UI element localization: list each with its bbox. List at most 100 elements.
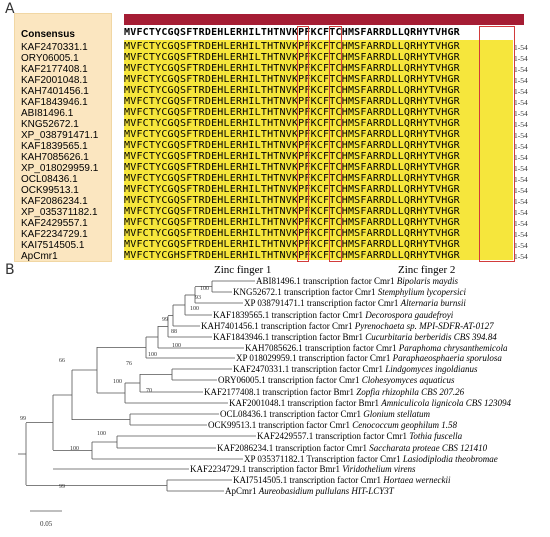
- tree-leaf-label: KAF2177408.1 transcription factor Bmr1 Z…: [204, 387, 465, 397]
- sequence-row: MVFCTYCGQSFTRDEHLERHILTHTNVKPFKCFTCHMSFA…: [124, 74, 460, 85]
- leaf-species: Amniculicola lignicola CBS 123094: [380, 398, 511, 408]
- sequence-name: XP_035371182.1: [21, 207, 98, 218]
- leaf-accession: ORY06005.1 transcription factor Cmr1: [218, 375, 362, 385]
- sequence-row: MVFCTYCGQSFTRDEHLERHILTHTNVKPFKCFTCHMSFA…: [124, 63, 460, 74]
- sequence-row: MVFCTYCGQSFTRDEHLERHILTHTNVKPFKCFTCHMSFA…: [124, 129, 460, 140]
- leaf-accession: KAI7514505.1 transcription factor Cmr1: [233, 475, 383, 485]
- leaf-accession: KAF2001048.1 transcription factor Bmr1: [229, 398, 381, 408]
- zinc-finger-1-box: [297, 26, 309, 262]
- bootstrap-value: 100: [97, 431, 106, 437]
- bootstrap-value: 99: [20, 416, 26, 422]
- tree-leaf-label: KNG52672.1 transcription factor Cmr1 Ste…: [233, 287, 466, 297]
- phylogenetic-tree: ABI81496.1 transcription factor Cmr1 Bip…: [18, 276, 511, 528]
- tree-leaf-label: KAH7401456.1 transcription factor Cmr1 P…: [201, 321, 494, 331]
- sequence-row: MVFCTYCGQSFTRDEHLERHILTHTNVKPFKCFTCHMSFA…: [124, 228, 460, 239]
- bootstrap-value: 100: [172, 343, 181, 349]
- bootstrap-value: 88: [171, 329, 177, 335]
- bootstrap-value: 99: [59, 484, 65, 490]
- tree-branches: [18, 280, 256, 492]
- sequence-row: MVFCTYCGQSFTRDEHLERHILTHTNVKPFKCFTCHMSFA…: [124, 96, 460, 107]
- leaf-species: Paraphoma chrysanthemicola: [398, 343, 508, 353]
- leaf-accession: KAF2086234.1 transcription factor Cmr1: [217, 443, 369, 453]
- sequence-name: KAI7514505.1: [21, 240, 85, 251]
- sequence-row: MVFCTYCGQSFTRDEHLERHILTHTNVKPFKCFTCHMSFA…: [124, 140, 460, 151]
- sequence-name: ApCmr1: [21, 251, 58, 262]
- sequence-name: ABI81496.1: [21, 108, 74, 119]
- leaf-accession: ABI81496.1 transcription factor Cmr1: [256, 276, 397, 286]
- sequence-name: KAF2086234.1: [21, 196, 88, 207]
- leaf-species: Glonium stellatum: [363, 409, 430, 419]
- bootstrap-value: 100: [113, 379, 122, 385]
- sequence-row: MVFCTYCGQSFTRDEHLERHILTHTNVKPFKCFTCHMSFA…: [124, 239, 460, 250]
- sequence-range: 1-54: [514, 76, 528, 85]
- sequence-row: MVFCTYCGQSFTRDEHLERHILTHTNVKPFKCFTCHMSFA…: [124, 184, 460, 195]
- sequence-name: KAF2001048.1: [21, 75, 88, 86]
- leaf-accession: OCK99513.1 transcription factor Cmr1: [208, 420, 352, 430]
- leaf-accession: KAF2177408.1 transcription factor Bmr1: [204, 387, 356, 397]
- sequence-range: 1-54: [514, 186, 528, 195]
- bootstrap-value: 100: [190, 306, 199, 312]
- tree-leaf-label: XP 038791471.1 transcription factor Cmr1…: [244, 298, 466, 308]
- tree-leaf-label: OCL08436.1 transcription factor Cmr1 Glo…: [220, 409, 430, 419]
- tree-leaf-label: KAF2429557.1 transcription factor Cmr1 T…: [257, 431, 463, 441]
- sequence-range: 1-54: [514, 131, 528, 140]
- leaf-species: Viridothelium virens: [342, 464, 416, 474]
- bootstrap-value: 100: [148, 352, 157, 358]
- conservation-bar: [124, 14, 524, 25]
- zinc-finger-1-box-2: [329, 26, 342, 262]
- sequence-range: 1-54: [514, 219, 528, 228]
- sequence-row: MVFCTYCGQSFTRDEHLERHILTHTNVKPFKCFTCHMSFA…: [124, 107, 460, 118]
- bootstrap-value: 100: [200, 286, 209, 292]
- sequence-row: MVFCTYCGQSFTRDEHLERHILTHTNVKPFKCFTCHMSFA…: [124, 151, 460, 162]
- tree-leaf-label: KAF2234729.1 transcription factor Bmr1 V…: [190, 464, 416, 474]
- sequence-range: 1-54: [514, 153, 528, 162]
- leaf-accession: XP 018029959.1 transcription factor Cmr1: [236, 353, 393, 363]
- scale-bar-label: 0.05: [40, 520, 53, 528]
- sequence-name: OCL08436.1: [21, 174, 78, 185]
- tree-leaf-label: KAF2001048.1 transcription factor Bmr1 A…: [229, 398, 511, 408]
- sequence-row: MVFCTYCGQSFTRDEHLERHILTHTNVKPFKCFTCHMSFA…: [124, 206, 460, 217]
- leaf-species: Tothia fuscella: [409, 431, 462, 441]
- leaf-accession: KAF1843946.1 transcription factor Bmr1: [213, 332, 365, 342]
- leaf-species: Lasiodiplodia theobromae: [402, 454, 498, 464]
- sequence-range: 1-54: [514, 241, 528, 250]
- leaf-species: Bipolaris maydis: [397, 276, 459, 286]
- sequence-row: MVFCTYCGQSFTRDEHLERHILTHTNVKPFKCFTCHMSFA…: [124, 162, 460, 173]
- sequence-row: MVFCTYCGQSFTRDEHLERHILTHTNVKPFKCFTCHMSFA…: [124, 173, 460, 184]
- tree-leaf-label: KAF2470331.1 transcription factor Cmr1 L…: [233, 364, 478, 374]
- tree-leaf-label: XP 018029959.1 transcription factor Cmr1…: [236, 353, 502, 363]
- bootstrap-value: 99: [162, 317, 168, 323]
- leaf-species: Stemphylium lycopersici: [378, 287, 467, 297]
- tree-leaf-label: ORY06005.1 transcription factor Cmr1 Clo…: [218, 375, 455, 385]
- sequence-row: MVFCTYCGQSFTRDEHLERHILTHTNVKPFKCFTCHMSFA…: [124, 195, 460, 206]
- zinc-finger-1-label: Zinc finger 1: [214, 264, 272, 276]
- tree-leaf-labels: ABI81496.1 transcription factor Cmr1 Bip…: [190, 276, 511, 496]
- leaf-species: Saccharata proteae CBS 121410: [369, 443, 487, 453]
- sequence-range: 1-54: [514, 120, 528, 129]
- sequence-range: 1-54: [514, 109, 528, 118]
- leaf-accession: KAH7085626.1 transcription factor Cmr1: [245, 343, 399, 353]
- sequence-name: KAF2234729.1: [21, 229, 88, 240]
- sequence-name: KAH7085626.1: [21, 152, 89, 163]
- sequence-row: MVFCTYCGQSFTRDEHLERHILTHTNVKPFKCFTCHMSFA…: [124, 217, 460, 228]
- leaf-species: Cenococcum geophilum 1.58: [352, 420, 457, 430]
- leaf-accession: XP 038791471.1 transcription factor Cmr1: [244, 298, 401, 308]
- bootstrap-value: 93: [195, 295, 201, 301]
- leaf-species: Lindgomyces ingoldianus: [384, 364, 478, 374]
- sequence-range: 1-54: [514, 98, 528, 107]
- zinc-finger-2-box: [479, 26, 515, 262]
- tree-leaf-label: ApCmr1 Aureobasidium pullulans HIT-LCY3T: [225, 486, 395, 496]
- sequence-name: KAF2470331.1: [21, 42, 88, 53]
- leaf-accession: KNG52672.1 transcription factor Cmr1: [233, 287, 378, 297]
- consensus-name: Consensus: [21, 29, 75, 40]
- sequence-range: 1-54: [514, 87, 528, 96]
- panel-b-label: B: [5, 262, 15, 278]
- tree-leaf-label: OCK99513.1 transcription factor Cmr1 Cen…: [208, 420, 457, 430]
- sequence-row: MVFCTYCGQSFTRDEHLERHILTHTNVKPFKCFTCHMSFA…: [124, 41, 460, 52]
- leaf-accession: KAF1839565.1 transcription factor Cmr1: [213, 310, 365, 320]
- sequence-name: KAF2177408.1: [21, 64, 88, 75]
- sequence-row: MVFCTYCGHSFTRDEHLERHILTHTNVKPFKCFTCHMSFA…: [124, 250, 460, 261]
- tree-leaf-label: ABI81496.1 transcription factor Cmr1 Bip…: [256, 276, 458, 286]
